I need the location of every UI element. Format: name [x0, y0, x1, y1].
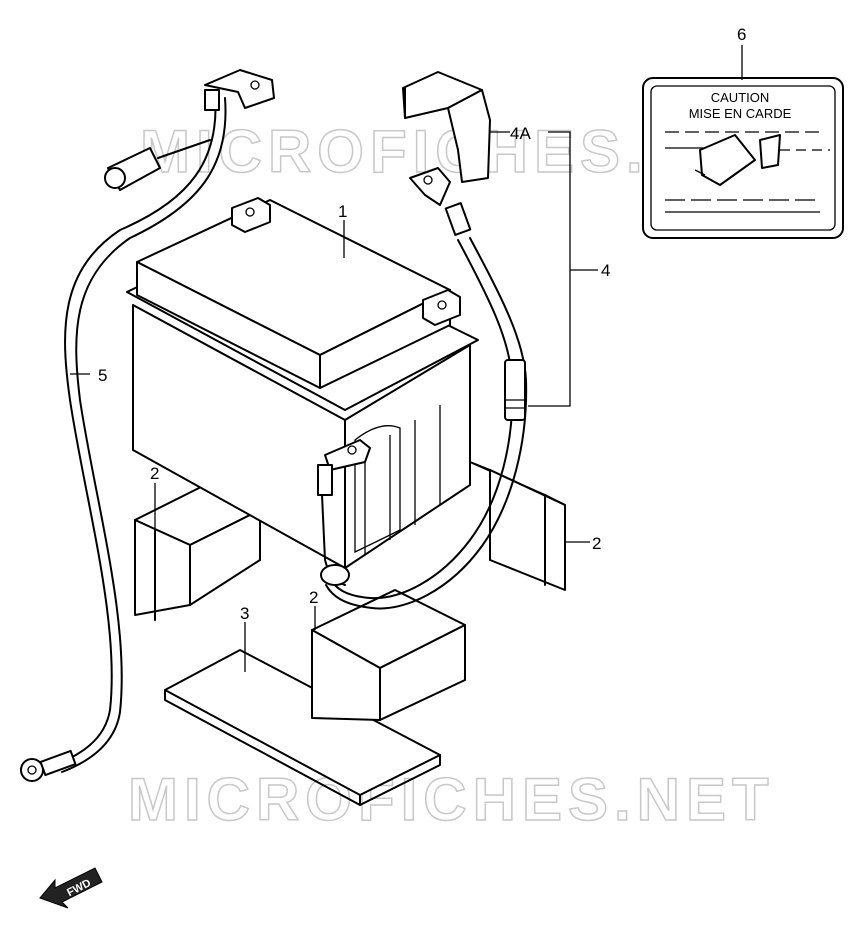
caution-label-line1: CAUTION [711, 90, 770, 105]
callout-2-right: 2 [592, 534, 601, 553]
part-4-cable [317, 167, 528, 610]
callout-2-center: 2 [309, 588, 318, 607]
callout-6: 6 [737, 25, 746, 44]
leader-lines [70, 45, 743, 672]
watermark-bottom: MICROFICHES.NET [128, 766, 775, 833]
callout-3: 3 [240, 604, 249, 623]
callout-2-left: 2 [150, 464, 159, 483]
fwd-arrow-icon: FWD [39, 867, 103, 909]
part-4a-cover [402, 71, 491, 183]
callout-4a: 4A [510, 124, 531, 143]
caution-label-line2: MISE EN CARDE [689, 106, 792, 121]
callout-1: 1 [338, 202, 347, 221]
part-3-plate [164, 649, 441, 806]
callout-5: 5 [98, 366, 107, 385]
callout-4: 4 [601, 261, 610, 280]
part-5-cable [20, 69, 275, 782]
part-6-caution-label: CAUTION MISE EN CARDE [642, 77, 844, 239]
part-2-pad-center [311, 589, 466, 721]
part-2-pad-left [134, 484, 261, 621]
part-2-pad-right [469, 461, 566, 591]
